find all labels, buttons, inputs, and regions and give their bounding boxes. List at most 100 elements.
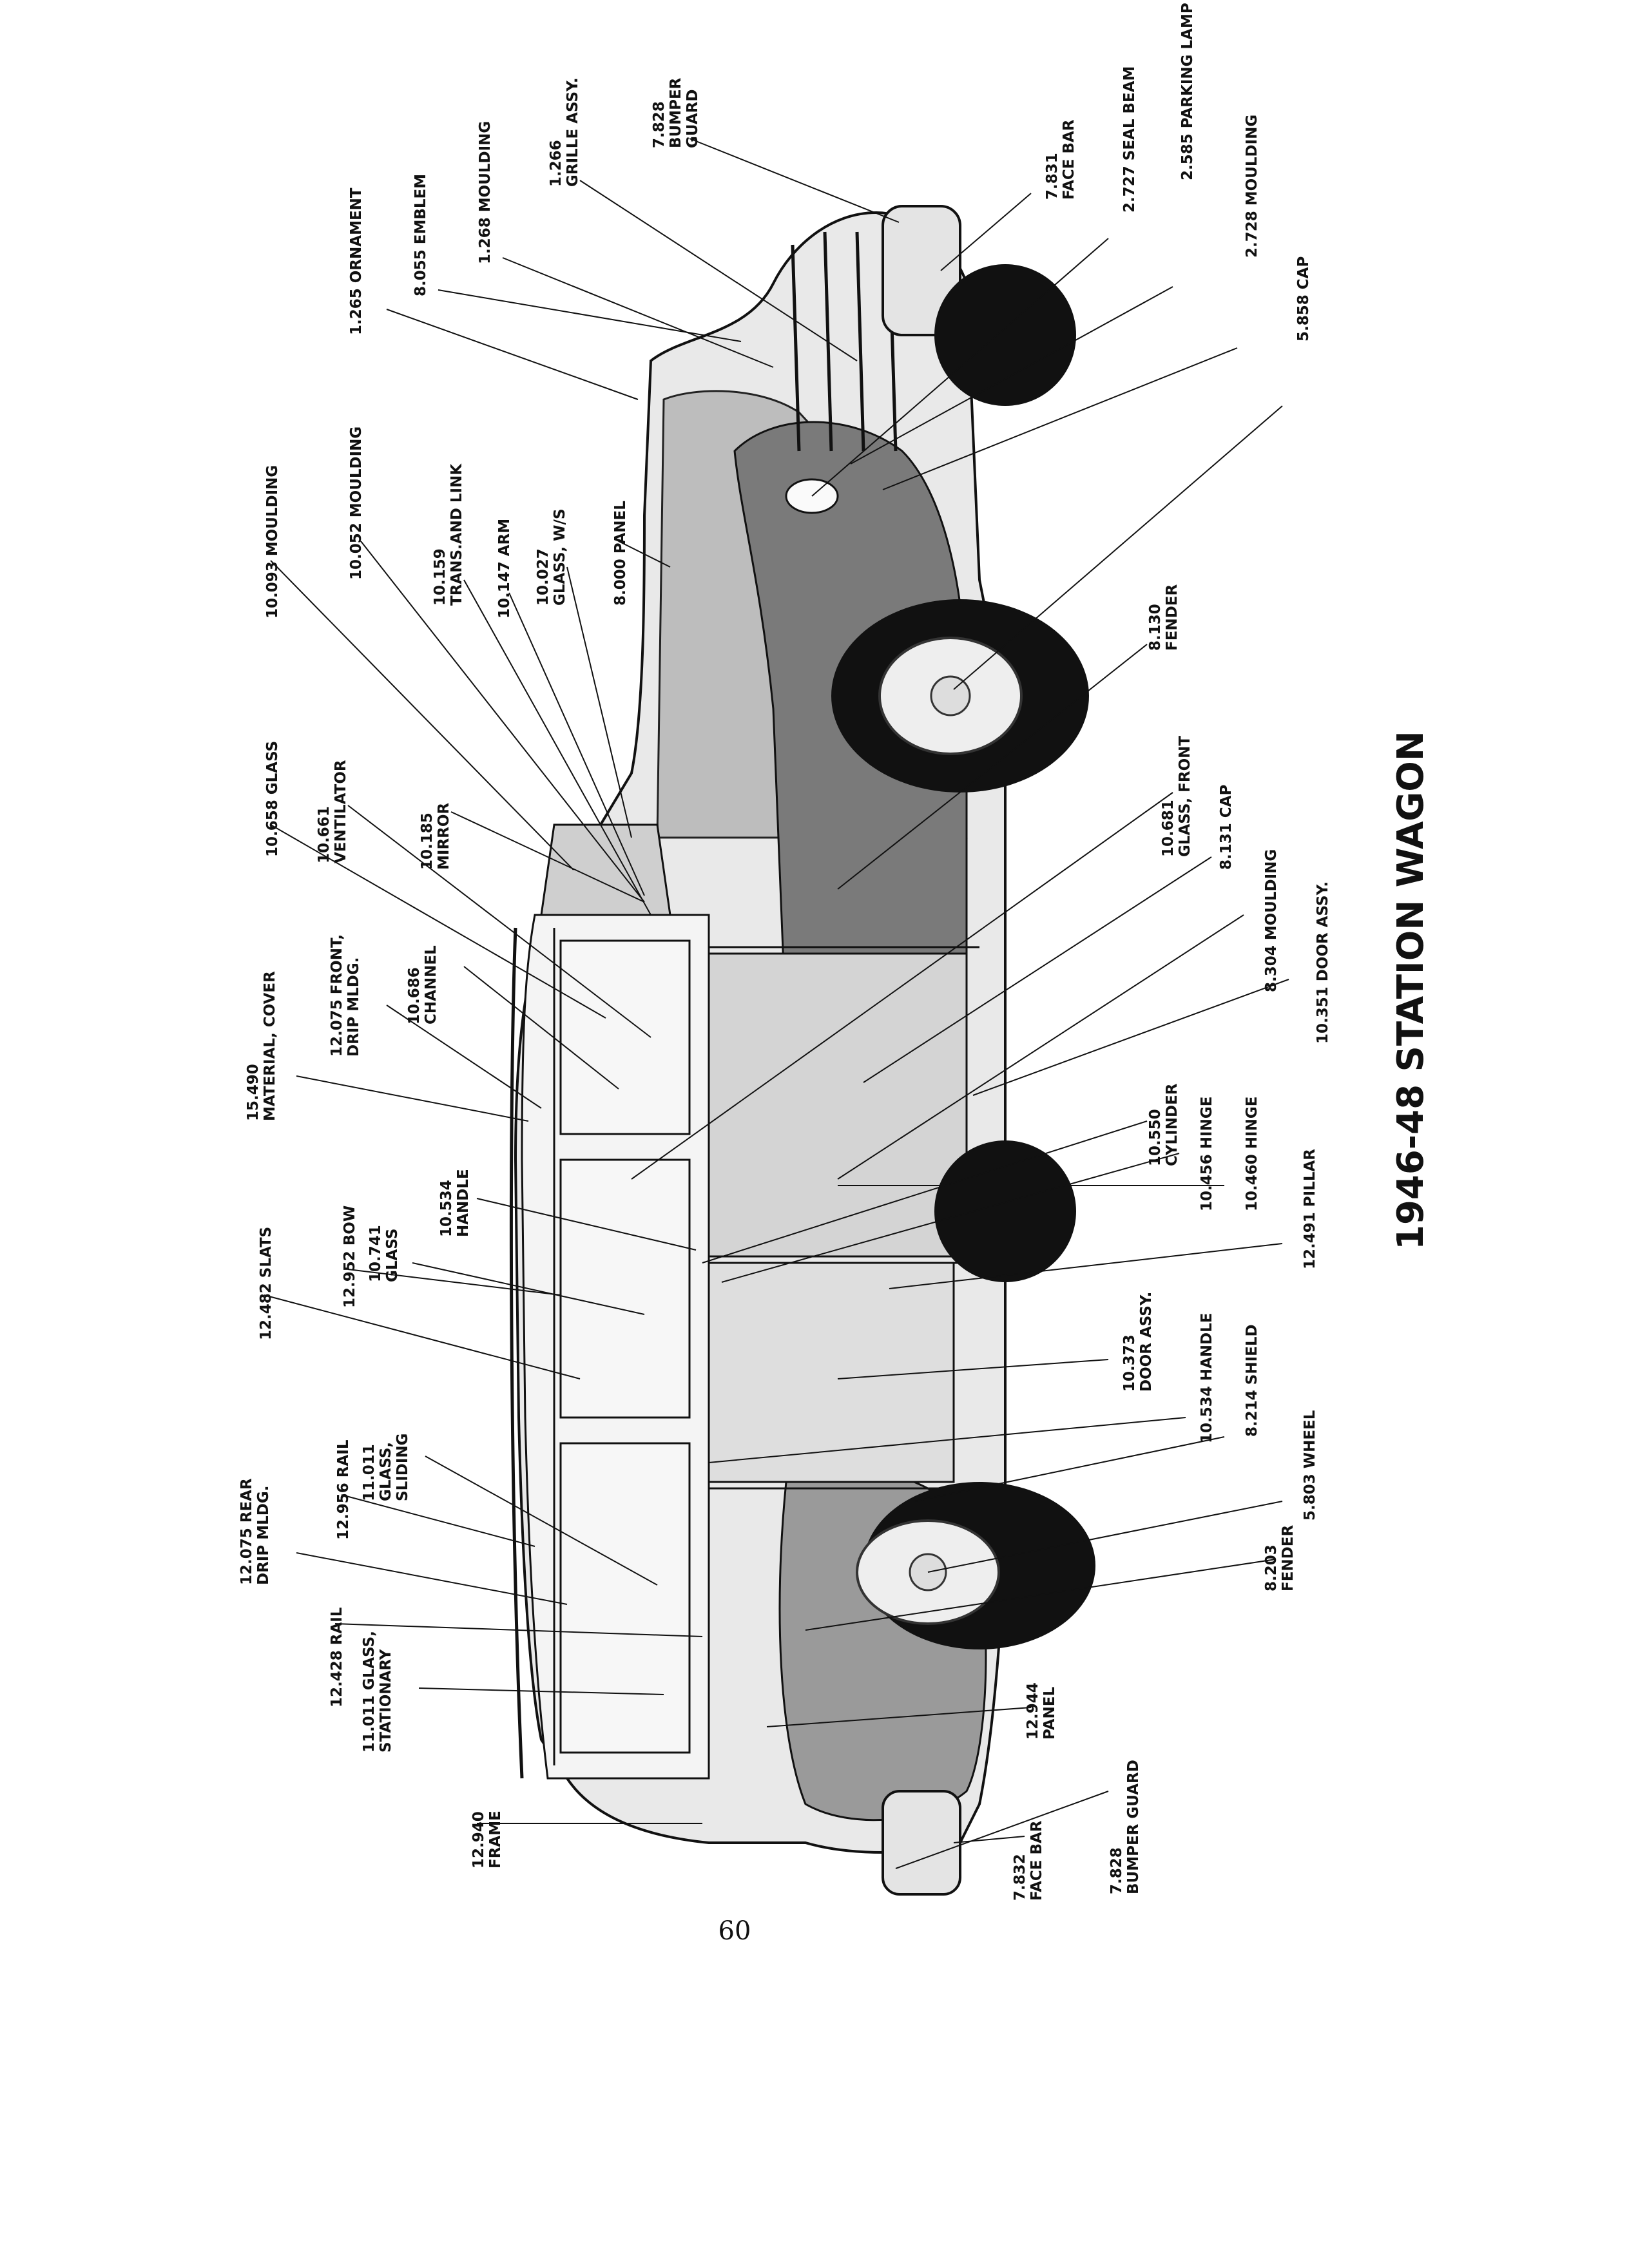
callout-line: 10.658 GLASS	[264, 741, 281, 857]
callout-5803: 5.803 WHEEL	[1302, 1410, 1318, 1521]
callout-8214: 8.214 SHIELD	[1244, 1324, 1260, 1437]
callout-line: FACE BAR	[1028, 1820, 1045, 1901]
callout-line: 7.832	[1012, 1854, 1028, 1901]
callout-line: 12.482 SLATS	[258, 1227, 275, 1340]
callout-line: DOOR ASSY.	[1138, 1292, 1155, 1392]
callout-1266: 1.266GRILLE ASSY.	[548, 77, 581, 187]
leader-12944	[766, 1707, 1032, 1727]
door-rear	[708, 1262, 955, 1483]
leader-7832	[953, 1836, 1025, 1843]
callout-10686: 10.686CHANNEL	[406, 945, 439, 1024]
callout-line: 10.661	[316, 806, 333, 863]
leader-1266	[579, 180, 858, 361]
leader-2727	[811, 238, 1109, 497]
door-front	[708, 952, 968, 1258]
page-number: 60	[718, 1916, 751, 1946]
callout-10027: 10.027GLASS, W/S	[535, 508, 568, 606]
window-middle	[559, 1158, 691, 1419]
callout-line: 8.131 CAP	[1218, 785, 1235, 870]
leader-8000	[618, 541, 671, 568]
callout-12944: 12.944PANEL	[1025, 1682, 1058, 1740]
leader-8130	[837, 644, 1148, 890]
callout-line: VENTILATOR	[333, 760, 349, 863]
callout-line: TRANS.AND LINK	[448, 463, 465, 606]
leader-10052	[360, 541, 645, 903]
callout-10741: 10.741GLASS	[367, 1225, 401, 1282]
leader-2728	[882, 347, 1238, 490]
callout-line: 7.831	[1044, 153, 1061, 200]
callout-15490: 15.490MATERIAL, COVER	[245, 971, 278, 1121]
leader-5803	[927, 1501, 1283, 1573]
callout-line: 5.858 CAP	[1295, 256, 1312, 341]
callout-10373: 10.373DOOR ASSY.	[1121, 1292, 1155, 1392]
leader-10027	[566, 566, 632, 838]
leader-8304	[837, 914, 1244, 1180]
leader-12482	[264, 1294, 581, 1379]
leader-10681	[631, 792, 1173, 1180]
callout-line: 11.011	[361, 1444, 378, 1501]
leader-2585	[850, 286, 1173, 465]
leader-10661	[347, 805, 651, 1038]
callout-line: PANEL	[1041, 1686, 1058, 1740]
leader-10147	[508, 592, 645, 896]
callout-line: MATERIAL, COVER	[262, 971, 278, 1121]
mid-tire	[934, 1140, 1076, 1282]
callout-line: 10.185	[419, 812, 436, 870]
callout-line: 2.727 SEAL BEAM	[1121, 66, 1138, 213]
callout-line: 10.373	[1121, 1334, 1138, 1392]
callout-8055: 8.055 EMBLEM	[412, 174, 429, 296]
leader-7828r	[895, 1791, 1109, 1869]
windshield	[540, 823, 671, 916]
callout-line: STATIONARY	[378, 1649, 394, 1753]
callout-line: 8.000 PANEL	[612, 501, 629, 606]
callout-12952: 12.952 BOW	[342, 1206, 358, 1308]
callout-10093: 10.093 MOULDING	[264, 465, 281, 619]
callout-line: GUARD	[684, 90, 701, 148]
callout-7828f: 7.828BUMPERGUARD	[651, 77, 701, 148]
callout-line: 10.534	[438, 1180, 455, 1237]
callout-line: 8.214 SHIELD	[1244, 1324, 1260, 1437]
leader-12428	[334, 1623, 703, 1637]
callout-line: GLASS, W/S	[552, 508, 568, 606]
callout-line: 1.268 MOULDING	[477, 121, 494, 264]
leader-10159	[463, 579, 651, 916]
callout-line: 10.686	[406, 967, 423, 1024]
callout-line: BUMPER	[668, 77, 684, 148]
callout-line: 7.828	[651, 101, 668, 148]
roof-drip-moulding	[509, 927, 524, 1779]
leader-11011s	[425, 1456, 658, 1586]
callout-10456: 10.456 HINGE	[1199, 1097, 1215, 1211]
leader-10534b	[708, 1417, 1186, 1463]
leader-12952	[347, 1269, 561, 1296]
leader-10658	[270, 824, 606, 1019]
callout-11011s: 11.011GLASS,SLIDING	[361, 1433, 411, 1501]
callout-8130: 8.130FENDER	[1147, 584, 1181, 651]
callout-line: 12.075 FRONT,	[329, 934, 345, 1057]
page-title: 1946-48 STATION WAGON	[1390, 731, 1432, 1250]
callout-line: 12.940	[470, 1811, 487, 1869]
callout-line: 10.534 HANDLE	[1199, 1312, 1215, 1443]
callout-line: BUMPER GUARD	[1125, 1760, 1142, 1894]
callout-line: 12.075 REAR	[238, 1478, 255, 1585]
grille-bar	[791, 244, 801, 452]
callout-12428: 12.428 RAIL	[329, 1607, 345, 1707]
callout-line: 10.741	[367, 1225, 384, 1282]
leader-10550	[702, 1120, 1148, 1264]
callout-8203: 8.203FENDER	[1263, 1525, 1296, 1591]
callout-10534b: 10.534 HANDLE	[1199, 1312, 1215, 1443]
callout-line: 10.351 DOOR ASSY.	[1315, 881, 1331, 1044]
window-front	[559, 939, 691, 1135]
callout-1268: 1.268 MOULDING	[477, 121, 494, 264]
callout-line: GRILLE ASSY.	[564, 77, 581, 187]
callout-line: 1.266	[548, 140, 564, 187]
callout-12940: 12.940FRAME	[470, 1811, 504, 1869]
callout-12491: 12.491 PILLAR	[1302, 1149, 1318, 1269]
front-tire-top	[934, 264, 1076, 406]
leader-10741	[412, 1262, 645, 1315]
callout-line: 8.130	[1147, 604, 1164, 651]
station-wagon-illustration	[509, 205, 1095, 1896]
leader-lines	[264, 138, 1289, 1869]
callout-10661: 10.661VENTILATOR	[316, 760, 349, 863]
leader-11011t	[418, 1687, 664, 1695]
